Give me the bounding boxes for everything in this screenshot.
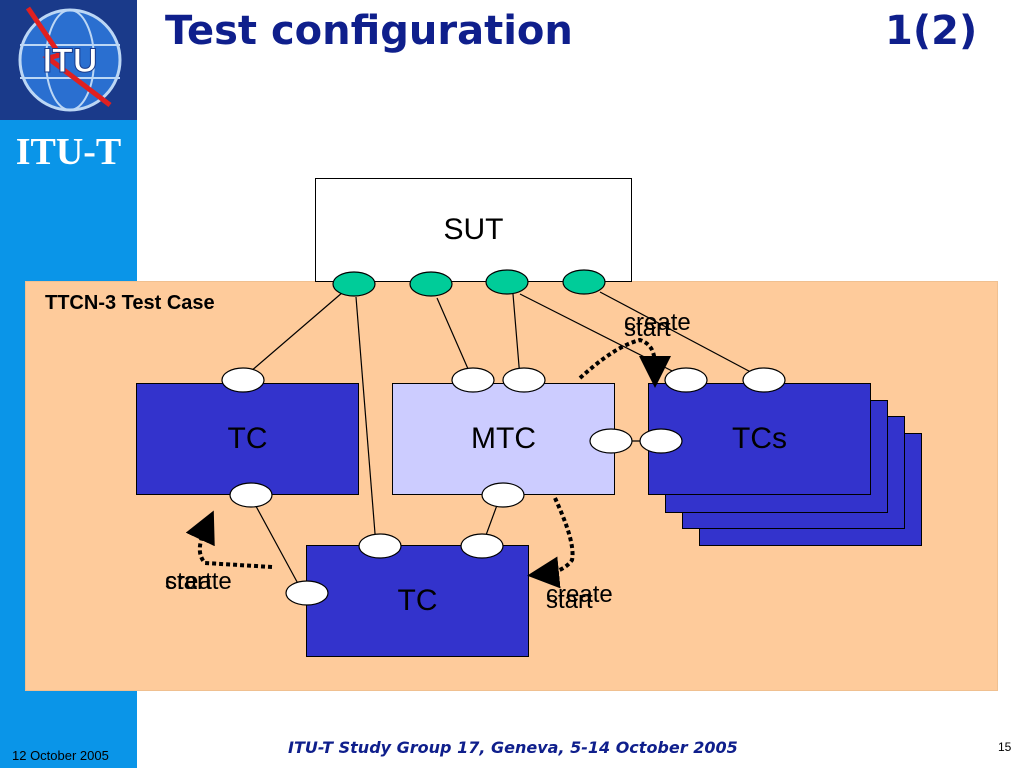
itu-logo: ITU (0, 0, 137, 120)
sut-port-3 (485, 269, 529, 295)
link-tc-left-tc-bottom (250, 496, 303, 592)
tc-bottom-port-left (285, 580, 329, 606)
tc-left-port-bottom (229, 482, 273, 508)
tcs-port-top-1 (664, 367, 708, 393)
slide-title-part: 1(2) (885, 8, 978, 54)
link-sut-tcs-b (599, 291, 763, 379)
slide-title: Test configuration (165, 8, 573, 54)
svg-text:ITU: ITU (43, 42, 98, 80)
label-start-bottom: start (546, 587, 593, 614)
tc-bottom-port-top-2 (460, 533, 504, 559)
label-start-top: start (624, 315, 671, 342)
link-sut-mtc-a (436, 297, 473, 379)
sut-label: SUT (443, 213, 504, 246)
sut-port-4 (562, 269, 606, 295)
tc-left-port-top (221, 367, 265, 393)
mtc-port-top-2 (502, 367, 546, 393)
link-sut-tc-left (242, 285, 351, 379)
sut-ports (332, 269, 606, 297)
tc-left-box: TC (136, 383, 359, 495)
sut-port-1 (332, 271, 376, 297)
tcs-label: TCs (732, 422, 787, 455)
tc-bottom-port-top-1 (358, 533, 402, 559)
link-sut-tc-bottom (355, 296, 377, 547)
component-ports (221, 367, 786, 606)
mtc-port-bottom (481, 482, 525, 508)
label-start-left: start (165, 568, 212, 595)
tc-bottom-label: TC (397, 584, 438, 617)
tcs-box: TCs (648, 383, 871, 495)
create-arrows (185, 337, 671, 589)
arrow-create-tc-bottom (527, 497, 575, 589)
sut-port-2 (409, 271, 453, 297)
mtc-box: MTC (392, 383, 615, 495)
sut-box: SUT (315, 178, 632, 282)
tcs-port-top-2 (742, 367, 786, 393)
arrow-create-tcs (578, 337, 671, 388)
tc-bottom-box: TC (306, 545, 529, 657)
tc-left-label: TC (227, 422, 268, 455)
label-create-left: create (165, 568, 232, 595)
mtc-port-top-1 (451, 367, 495, 393)
mtc-port-right (589, 428, 633, 454)
mtc-label: MTC (471, 422, 536, 455)
footer-event: ITU-T Study Group 17, Geneva, 5-14 Octob… (288, 738, 738, 757)
tcs-port-left (639, 428, 683, 454)
link-sut-mtc-b (512, 293, 521, 379)
page-number: 15 (998, 740, 1012, 754)
org-label: ITU-T (15, 131, 122, 173)
arrow-create-tc-left (185, 510, 273, 569)
label-create-bottom: create (546, 581, 613, 608)
footer-date: 12 October 2005 (12, 748, 109, 763)
panel-label: TTCN-3 Test Case (45, 292, 215, 314)
label-create-top: create (624, 309, 691, 336)
